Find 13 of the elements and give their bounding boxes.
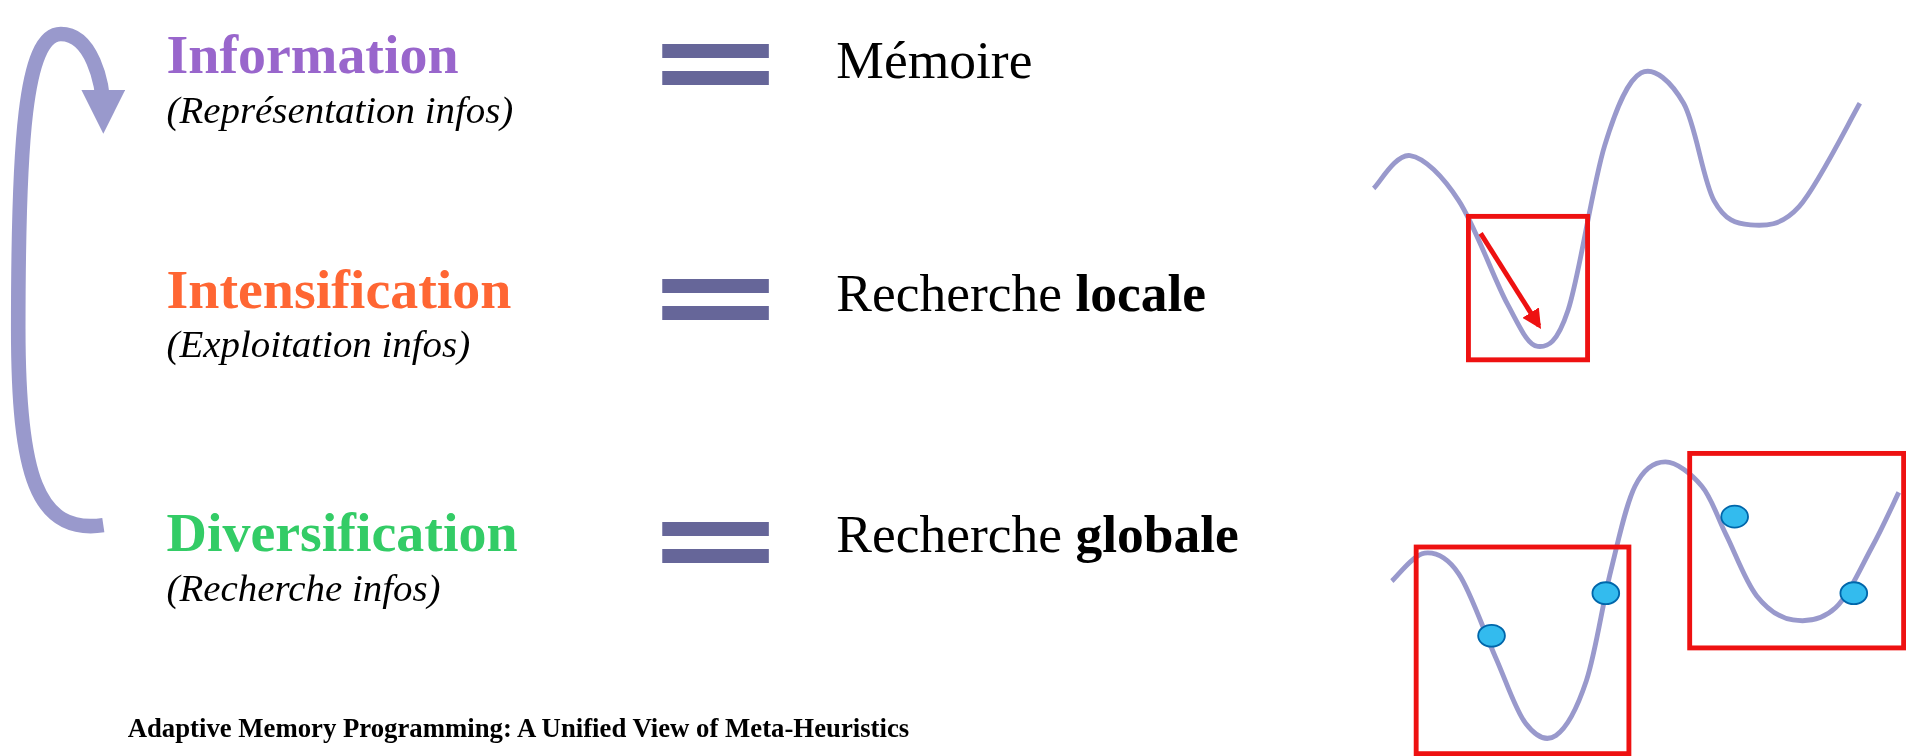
concept-heading: Information — [166, 24, 459, 86]
caption: Adaptive Memory Programming: A Unified View of Meta-Heuristics — [127, 712, 910, 744]
term-text: Mémoire — [836, 31, 1033, 91]
concept-subtitle: (Représentation infos) — [166, 86, 514, 133]
equals-sign: = — [644, 0, 787, 122]
concept-heading: Intensification — [166, 258, 512, 321]
concept-heading: Diversification — [166, 502, 518, 564]
concept-subtitle: (Exploitation infos) — [166, 320, 471, 368]
equals-sign: = — [644, 234, 787, 357]
term-text: Recherche globale — [836, 505, 1239, 565]
concept-subtitle: (Recherche infos) — [166, 563, 441, 611]
term-text: Recherche locale — [836, 265, 1207, 324]
equals-sign: = — [644, 477, 787, 600]
